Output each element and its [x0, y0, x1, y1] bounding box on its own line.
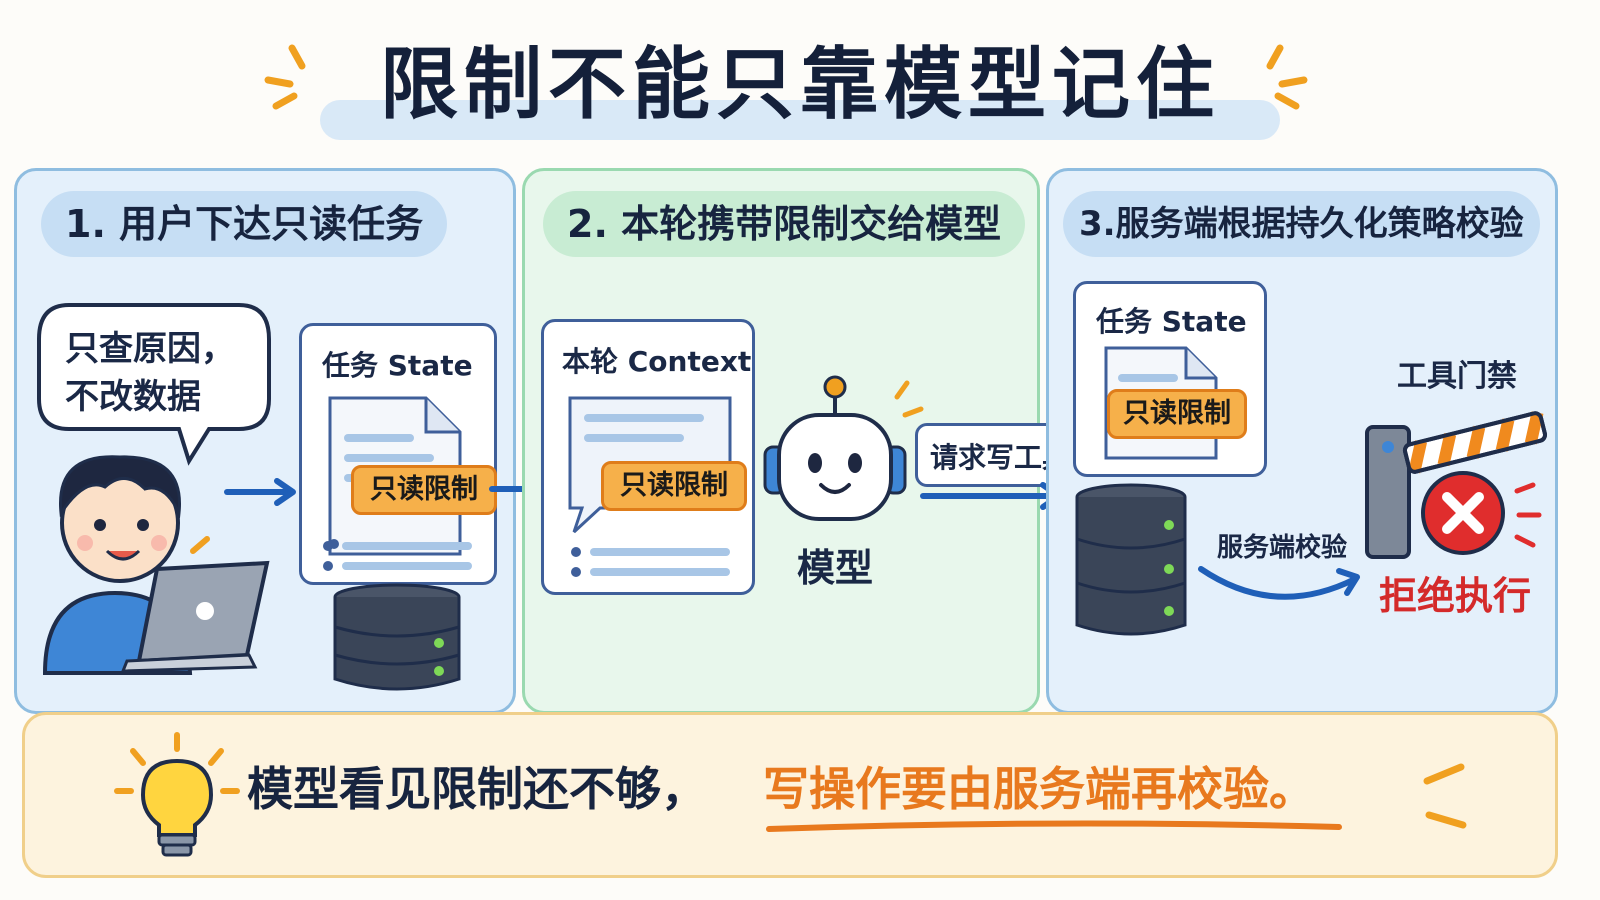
gate-label: 工具门禁 — [1397, 359, 1517, 394]
page-title: 限制不能只靠模型记住 — [379, 40, 1220, 130]
arrow-user-to-state — [224, 478, 296, 506]
list-lines — [323, 541, 472, 571]
task-state-card-3: 任务 State — [1073, 281, 1267, 477]
verify-label: 服务端校验 — [1217, 533, 1348, 563]
panel-step-2: 2. 本轮携带限制交给模型 本轮 Context 只读限制 模型 请求写工具 — [522, 168, 1070, 714]
reject-x-icon — [1421, 471, 1542, 555]
tool-gate-barrier-icon — [1365, 411, 1548, 559]
database-icon-3 — [1075, 483, 1187, 636]
context-card-title: 本轮 Context — [562, 345, 752, 378]
readonly-badge-1: 只读限制 — [351, 465, 497, 515]
conclusion-part-1: 模型看见限制还不够， — [247, 762, 707, 816]
arrow-verify-to-gate — [1198, 566, 1360, 600]
readonly-badge-3: 只读限制 — [1107, 389, 1247, 439]
context-card: 本轮 Context — [541, 319, 755, 595]
readonly-badge-2: 只读限制 — [601, 461, 747, 511]
step-1-label: 1. 用户下达只读任务 — [41, 191, 448, 257]
robot-model-icon — [763, 375, 924, 521]
database-icon — [333, 583, 461, 691]
speech-line-2: 不改数据 — [65, 377, 201, 417]
task-state-title-3: 任务 State — [1096, 305, 1247, 338]
task-state-title: 任务 State — [322, 349, 473, 382]
conclusion-sparkle-icon — [1423, 763, 1467, 829]
speech-bubble — [37, 303, 271, 466]
lightbulb-icon — [114, 732, 240, 857]
model-label: 模型 — [797, 546, 874, 590]
conclusion-part-2: 写操作要由服务端再校验。 — [763, 762, 1315, 816]
panel-step-3: 3.服务端根据持久化策略校验 任务 State 只读限制 服务端校验 工具门禁 — [1046, 168, 1558, 714]
conclusion-underline — [766, 820, 1342, 832]
speech-line-1: 只查原因， — [65, 329, 235, 369]
task-state-card: 任务 State — [299, 323, 497, 585]
title-sparkle-right-icon — [1266, 44, 1308, 110]
panel-step-1: 1. 用户下达只读任务 只查原因， 不改数据 任务 State — [14, 168, 516, 714]
step-3-label: 3.服务端根据持久化策略校验 — [1063, 191, 1540, 257]
reject-label: 拒绝执行 — [1379, 574, 1532, 618]
title-sparkle-left-icon — [264, 44, 306, 110]
step-2-label: 2. 本轮携带限制交给模型 — [543, 191, 1026, 257]
laptop-icon — [120, 560, 270, 673]
conclusion-banner: 模型看见限制还不够， 写操作要由服务端再校验。 — [22, 712, 1558, 878]
